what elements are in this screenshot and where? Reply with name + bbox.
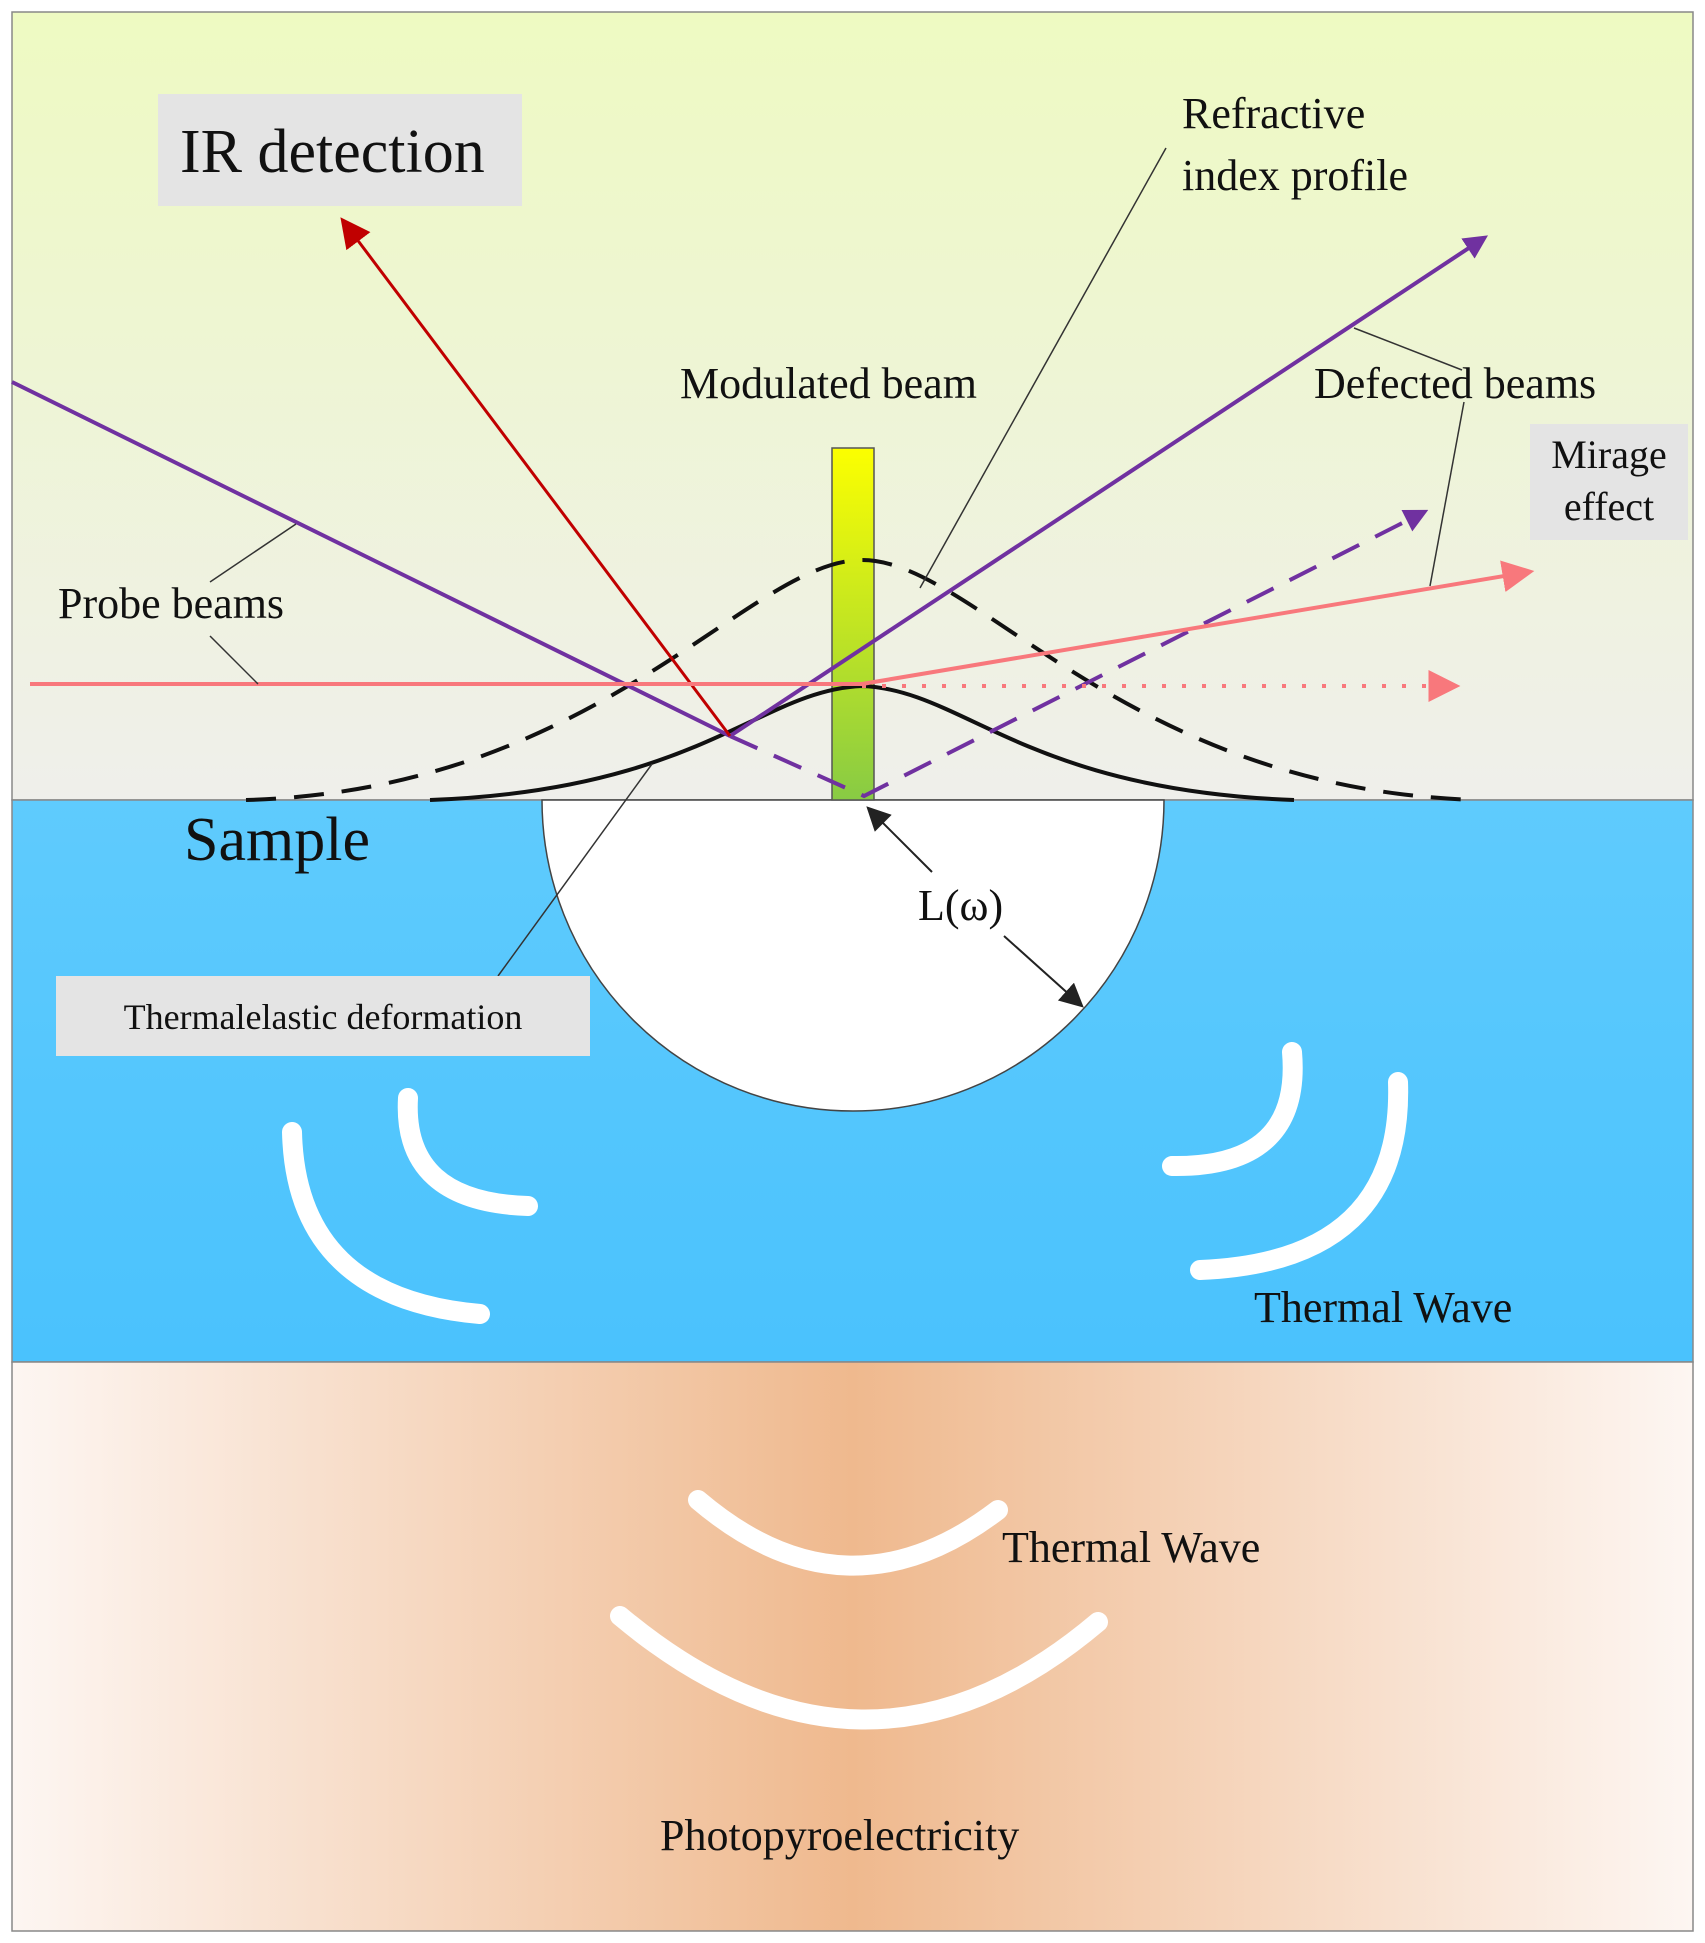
thermal-waves-substrate [610, 1490, 1108, 1730]
leader-refractive [919, 147, 1167, 589]
deflected-beams-label: Defected beams [1314, 359, 1596, 408]
modulated-beam-label: Modulated beam [680, 359, 977, 408]
thermal-waves-sample [282, 1042, 1409, 1324]
thermal-wave-arc [610, 1606, 1108, 1730]
index-profile-dashed [245, 557, 1479, 802]
leader-probe [209, 523, 297, 583]
heated-zone [541, 799, 1165, 1112]
probe-beam-penetrating [729, 509, 1429, 799]
thermal-wave-arc [397, 1088, 538, 1216]
leader-probe [209, 635, 259, 685]
refractive-label-line2: index profile [1182, 151, 1408, 200]
ir-detection-box [158, 94, 522, 206]
probe-beam-reflected [728, 235, 1489, 738]
leader-lines [209, 147, 1465, 977]
ir-beam [340, 217, 732, 737]
modulated-beam-bar [831, 447, 875, 801]
thermal-wave-label-lower: Thermal Wave [1002, 1523, 1260, 1572]
mirage-beam-deflected [861, 560, 1535, 686]
sample-label: Sample [184, 806, 370, 874]
thermal-wave-arc [1190, 1072, 1409, 1280]
leader-deflected [1353, 327, 1463, 371]
thermal-wave-arc [1162, 1042, 1303, 1177]
l-omega-arrow-top [866, 806, 933, 873]
l-omega-label: L(ω) [918, 881, 1003, 930]
l-omega-arrow-bottom [1003, 935, 1084, 1008]
refractive-label-line1: Refractive [1182, 89, 1365, 138]
substrate-region [11, 1361, 1694, 1932]
ir-detection-label: IR detection [180, 118, 485, 186]
leader-thermoelastic [497, 763, 653, 977]
photopyro-label: Photopyroelectricity [660, 1811, 1019, 1860]
probe-beams-label: Probe beams [58, 579, 284, 628]
thermoelastic-box [56, 976, 590, 1056]
thermoelastic-label: Thermalelastic deformation [124, 997, 523, 1037]
probe-beam-incident [11, 380, 731, 738]
mirage-label-line1: Mirage [1551, 432, 1667, 477]
leader-deflected [1429, 401, 1465, 587]
thermal-wave-arc [688, 1490, 1008, 1576]
thermal-wave-label-upper: Thermal Wave [1254, 1283, 1512, 1332]
mirage-label-line2: effect [1564, 484, 1654, 529]
mirage-box [1530, 424, 1688, 540]
thermal-wave-arc [282, 1122, 490, 1324]
